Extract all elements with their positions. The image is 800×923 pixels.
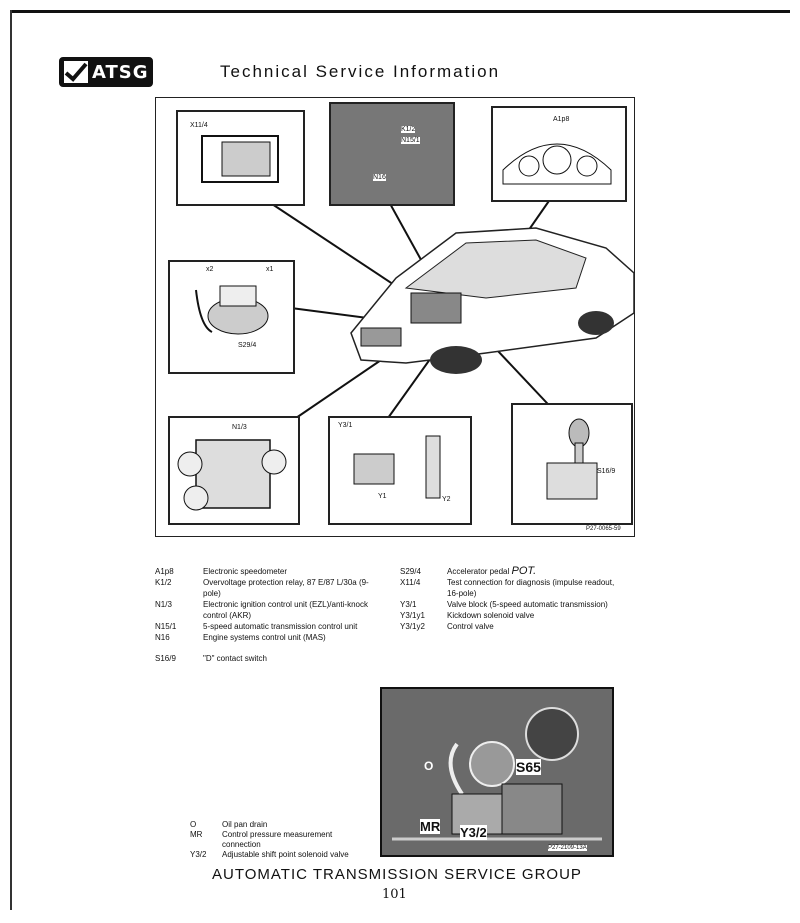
label-n1-3: N1/3 bbox=[232, 424, 247, 431]
page-title: Technical Service Information bbox=[220, 62, 501, 81]
label-x1: x1 bbox=[266, 266, 274, 273]
photo-label-y3-2: Y3/2 bbox=[460, 825, 487, 840]
transmission-illustration bbox=[382, 689, 612, 855]
transmission-photo: O S65 MR Y3/2 P27-2109-13A bbox=[380, 687, 614, 857]
panel-x11-4: X11/4 bbox=[176, 110, 305, 206]
handwritten-note: POT. bbox=[511, 565, 537, 577]
panel-ignition-unit: N1/3 bbox=[168, 416, 300, 525]
leader-lines bbox=[265, 197, 634, 419]
label-y3-1: Y3/1 bbox=[338, 422, 353, 429]
label-s16-9: S16/9 bbox=[597, 468, 616, 475]
label-x11-4: X11/4 bbox=[190, 122, 208, 129]
label-x2: x2 bbox=[206, 266, 214, 273]
photo-label-mr: MR bbox=[420, 819, 441, 834]
footer-group: AUTOMATIC TRANSMISSION SERVICE GROUP bbox=[212, 866, 582, 883]
instrument-cluster bbox=[502, 143, 612, 185]
label-y1: Y1 bbox=[378, 493, 387, 500]
panel-speedometer: A1p8 bbox=[491, 106, 627, 202]
label-n16: N16 bbox=[373, 174, 386, 181]
page-number: 101 bbox=[382, 887, 407, 902]
panel-shift-lever: S16/9 bbox=[511, 403, 633, 525]
panel-actuator: x2 x1 S29/4 bbox=[168, 260, 295, 374]
legend-row: S16/9"D" contact switch bbox=[155, 654, 267, 663]
solenoid-valves bbox=[353, 435, 441, 499]
label-y2: Y2 bbox=[442, 496, 451, 503]
photo-label-s65: S65 bbox=[516, 759, 541, 775]
label-k1-2: K1/2 bbox=[401, 126, 416, 133]
atsg-logo: ATSG bbox=[59, 57, 153, 87]
check-icon bbox=[64, 61, 88, 83]
logo-text: ATSG bbox=[92, 61, 149, 83]
label-n15-1: N15/1 bbox=[401, 137, 420, 144]
panel-engine-bay: K1/2 N15/1 N16 bbox=[329, 102, 455, 206]
top-rule bbox=[10, 10, 790, 13]
throttle-actuator bbox=[195, 285, 269, 335]
figure-code: P27-0065-59 bbox=[586, 526, 621, 532]
shift-lever bbox=[546, 418, 598, 500]
panel-valve-block: Y3/1 Y1 Y2 bbox=[328, 416, 472, 525]
photo-label-o: O bbox=[424, 759, 434, 773]
label-a1p8: A1p8 bbox=[553, 116, 570, 123]
left-rule bbox=[10, 10, 12, 910]
connector-diagram bbox=[201, 135, 279, 183]
ignition-control-unit bbox=[177, 439, 287, 511]
label-s29-4: S29/4 bbox=[238, 342, 257, 349]
photo-code: P27-2109-13A bbox=[548, 845, 587, 851]
component-location-figure: X11/4 K1/2 N15/1 N16 A1p8 x2 x1 S29/4 N1… bbox=[155, 97, 635, 537]
